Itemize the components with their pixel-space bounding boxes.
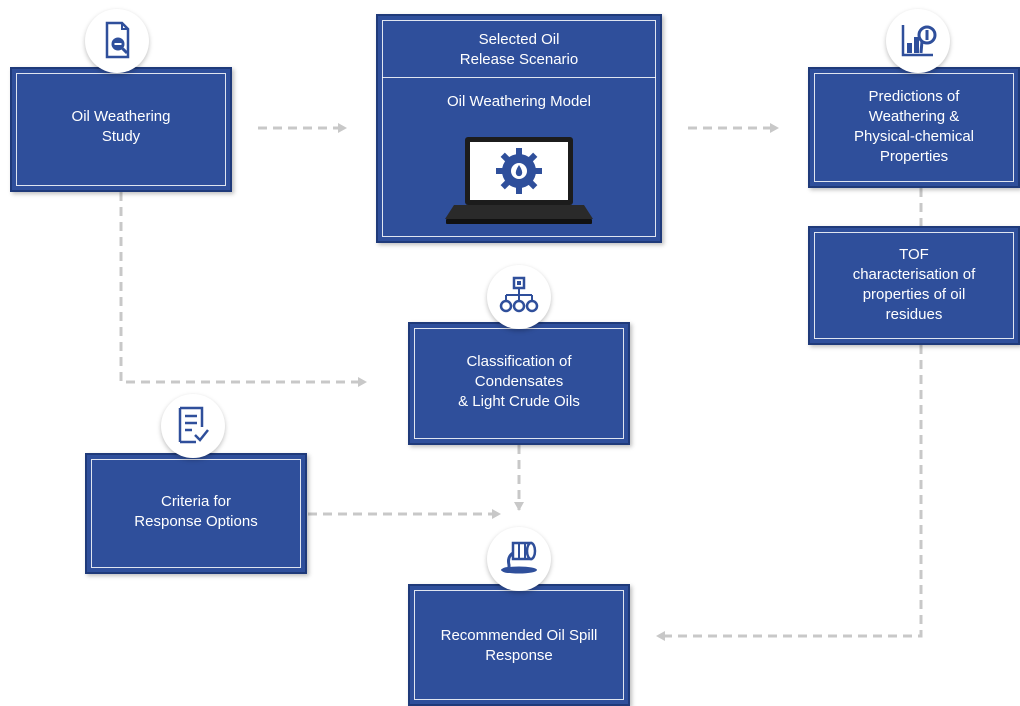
node-tof-characterisation: TOF characterisation of properties of oi… — [808, 226, 1020, 345]
connector-tof-to-recommended — [656, 345, 923, 641]
laptop-gear-icon — [445, 137, 593, 224]
node-oil-weathering-model: Selected Oil Release Scenario Oil Weathe… — [376, 14, 662, 243]
node-oil-weathering-study: Oil Weathering Study — [10, 67, 232, 192]
node-label-model: Oil Weathering Model — [447, 93, 591, 110]
node-label: Predictions of Weathering & Physical-che… — [853, 88, 975, 165]
node-frame — [91, 459, 301, 568]
node-frame — [16, 73, 226, 186]
hierarchy-icon — [487, 265, 551, 329]
connector-study-to-classification — [119, 192, 367, 387]
node-label: Oil Weathering Study — [71, 108, 171, 145]
node-recommended-response: Recommended Oil Spill Response — [408, 584, 630, 706]
node-divider — [382, 77, 656, 78]
node-label: Criteria for Response Options — [134, 493, 258, 530]
node-predictions: Predictions of Weathering & Physical-che… — [808, 67, 1020, 188]
node-label-scenario: Selected Oil Release Scenario — [459, 31, 579, 68]
node-frame — [382, 20, 656, 237]
oil-barrel-spill-icon — [487, 527, 551, 591]
node-label: Recommended Oil Spill Response — [440, 627, 598, 664]
node-classification: Classification of Condensates & Light Cr… — [408, 322, 630, 445]
node-label: Classification of Condensates & Light Cr… — [458, 353, 580, 410]
document-search-icon — [85, 9, 149, 73]
node-frame — [814, 232, 1014, 339]
node-frame — [814, 73, 1014, 182]
chart-analysis-icon — [886, 9, 950, 73]
node-label: TOF characterisation of properties of oi… — [852, 246, 976, 323]
node-criteria: Criteria for Response Options — [85, 453, 307, 574]
checklist-icon — [161, 394, 225, 458]
